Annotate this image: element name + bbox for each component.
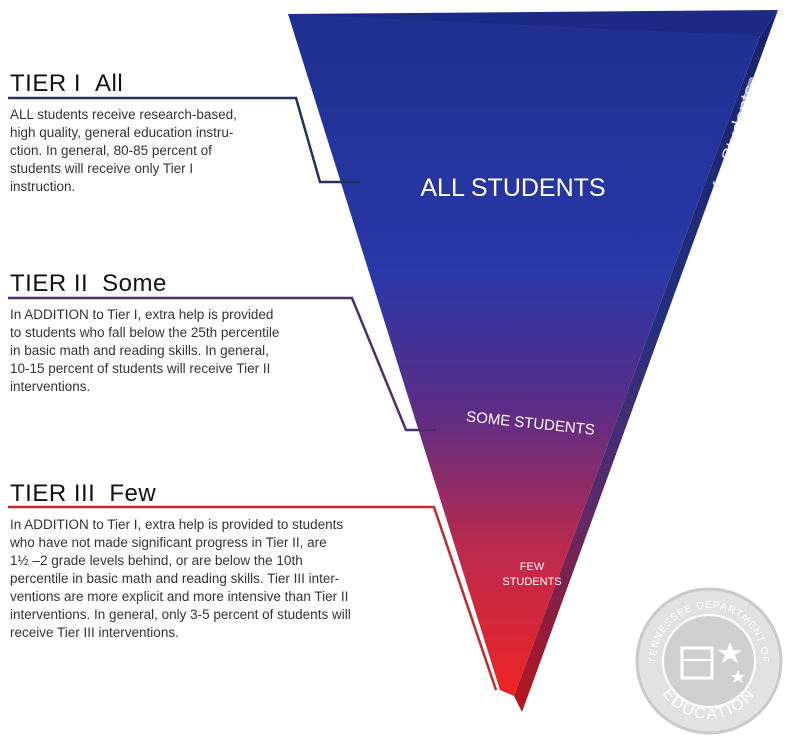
tier2-subtitle: Some — [102, 270, 167, 297]
pyramid-side-face — [514, 10, 778, 712]
tier1-heading: TIER I All — [10, 72, 310, 96]
few-students-label-line2: STUDENTS — [502, 576, 561, 588]
tier1-block: TIER I All ALL students receive research-… — [10, 72, 310, 196]
tier2-title: TIER II — [10, 270, 89, 297]
tier3-block: TIER III Few In ADDITION to Tier I, extra… — [10, 482, 430, 642]
tier3-connector-line — [8, 505, 498, 691]
tier1-connector-line — [8, 96, 360, 184]
tier2-heading: TIER II Some — [10, 272, 360, 296]
tier1-title: TIER I — [10, 70, 82, 97]
pyramid-front-face — [288, 14, 760, 696]
seal-star-icon-small — [731, 670, 745, 683]
department-seal-logo: TENNESSEE DEPARTMENT OF EDUCATION — [635, 587, 783, 735]
tier3-heading: TIER III Few — [10, 482, 430, 506]
tier2-connector-line — [8, 296, 436, 432]
support-arrow-head — [554, 640, 592, 690]
tier1-description: ALL students receive research-based, hig… — [10, 107, 237, 194]
tier3-description: In ADDITION to Tier I, extra help is pro… — [10, 517, 351, 640]
all-students-label: ALL STUDENTS — [420, 174, 605, 202]
tier1-subtitle: All — [95, 70, 124, 97]
tier3-subtitle: Few — [109, 480, 157, 507]
seal-building-icon — [680, 646, 714, 680]
tier2-block: TIER II Some In ADDITION to Tier I, extra… — [10, 272, 360, 396]
support-arrow-line — [571, 77, 755, 669]
seal-star-icon — [718, 642, 742, 663]
tier2-description: In ADDITION to Tier I, extra help is pro… — [10, 307, 280, 394]
few-students-label-line1: FEW — [520, 561, 545, 573]
tier3-title: TIER III — [10, 480, 96, 507]
